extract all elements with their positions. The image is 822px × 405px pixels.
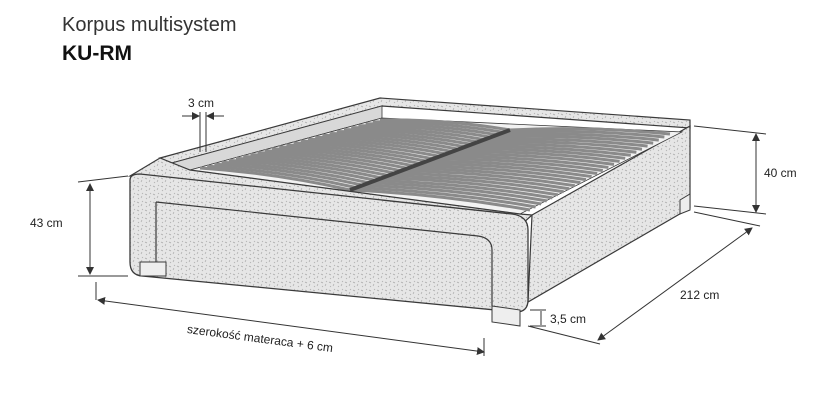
model-code: KU-RM (62, 42, 132, 65)
leg-height-label: 3,5 cm (550, 312, 587, 326)
frame-thickness-label: 3 cm (188, 96, 215, 110)
slat-frame (189, 117, 684, 215)
diagram-title: Korpus multisystem (62, 14, 237, 36)
front-left-leg (139, 261, 167, 277)
slat (379, 118, 671, 136)
slat-center-divider (349, 128, 511, 192)
frame-height-label: 40 cm (764, 166, 797, 180)
back-right-leg (679, 193, 691, 215)
front-right-leg (491, 305, 521, 327)
length-label: 212 cm (680, 288, 720, 302)
front-panel (129, 173, 529, 313)
total-height-label: 43 cm (30, 216, 63, 230)
drawer-seam (155, 201, 493, 306)
